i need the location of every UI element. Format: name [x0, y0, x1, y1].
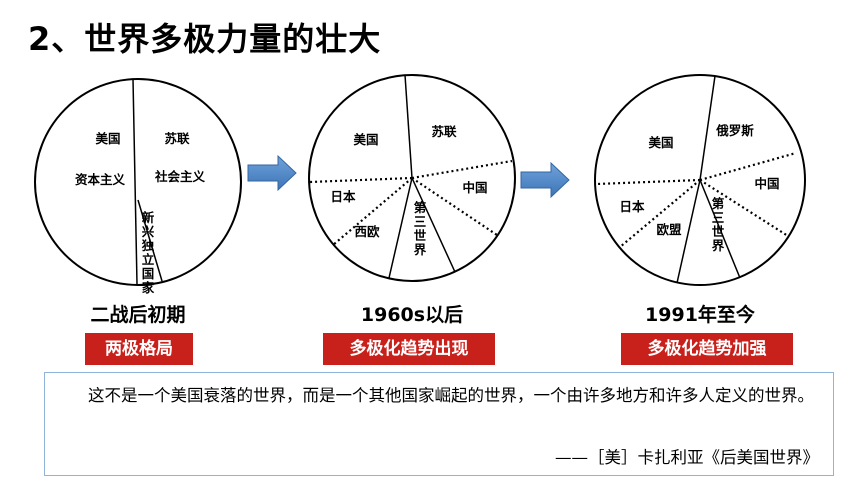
label-ussr: 苏联	[431, 124, 457, 139]
label-west-europe: 西欧	[354, 224, 380, 239]
quote-source: ——［美］卡扎利亚《后美国世界》	[555, 448, 819, 467]
label-usa: 美国	[353, 132, 378, 147]
pie-1991-dot-right	[699, 151, 797, 182]
label-socialism: 社会主义	[154, 169, 206, 184]
label-japan: 日本	[330, 189, 356, 204]
arrow-right-icon	[247, 154, 297, 192]
pie-1991-dot-left	[596, 178, 701, 186]
pie-1960s-dot-lowleft	[332, 177, 413, 246]
period-label: 1991年至今	[645, 304, 755, 326]
diagrams-svg: 美国 苏联 资本主义 社会主义 新兴独立国家 美国 苏联 日本 中国 西欧 第三…	[34, 74, 806, 295]
pie-1991-dot-lowright	[699, 179, 789, 237]
pie-1991: 美国 俄罗斯 日本 中国 欧盟 第三世界	[594, 74, 806, 286]
label-capitalism: 资本主义	[75, 172, 126, 187]
pie-bipolar-circle	[34, 78, 242, 286]
pie-1991-solid-2	[676, 179, 701, 284]
pie-1960s-dot-lowright	[411, 177, 498, 236]
pie-1960s-dot-right	[411, 159, 513, 180]
pie-1991-dot-lowleft	[619, 179, 701, 248]
status-badge: 多极化趋势加强	[621, 333, 793, 365]
page-title: 2、世界多极力量的壮大	[28, 20, 382, 58]
label-china: 中国	[462, 180, 487, 195]
label-ussr: 苏联	[164, 131, 190, 146]
pie-bipolar-wedge-edge	[137, 199, 163, 282]
label-eu: 欧盟	[656, 222, 682, 237]
pie-bipolar: 美国 苏联 资本主义 社会主义 新兴独立国家	[34, 78, 242, 295]
pie-1960s-solid-2	[388, 177, 413, 279]
status-badge: 多极化趋势出现	[323, 333, 495, 365]
status-badge: 两极格局	[85, 333, 193, 365]
label-usa: 美国	[648, 135, 673, 150]
period-label: 二战后初期	[90, 304, 186, 326]
pie-1960s: 美国 苏联 日本 中国 西欧 第三世界	[308, 74, 516, 282]
label-usa: 美国	[95, 131, 120, 146]
pie-1991-solid-1	[699, 75, 716, 181]
label-third-world: 第三世界	[414, 200, 427, 257]
label-new-states: 新兴独立国家	[141, 210, 155, 295]
period-label: 1960s以后	[360, 304, 464, 326]
pie-1991-solid-3	[699, 179, 741, 279]
label-china: 中国	[754, 176, 779, 191]
label-third-world: 第三世界	[712, 196, 725, 253]
pie-1960s-solid-3	[411, 177, 456, 273]
pie-bipolar-divider	[132, 78, 138, 285]
arrow-right-icon	[520, 161, 570, 199]
label-russia: 俄罗斯	[715, 123, 754, 138]
quote-text: 这不是一个美国衰落的世界，而是一个其他国家崛起的世界，一个由许多地方和许多人定义…	[88, 386, 814, 405]
pie-1960s-solid-1	[404, 74, 413, 179]
quote-box: 这不是一个美国衰落的世界，而是一个其他国家崛起的世界，一个由许多地方和许多人定义…	[44, 372, 834, 476]
pie-1960s-dot-left	[309, 176, 413, 184]
label-japan: 日本	[619, 199, 645, 214]
